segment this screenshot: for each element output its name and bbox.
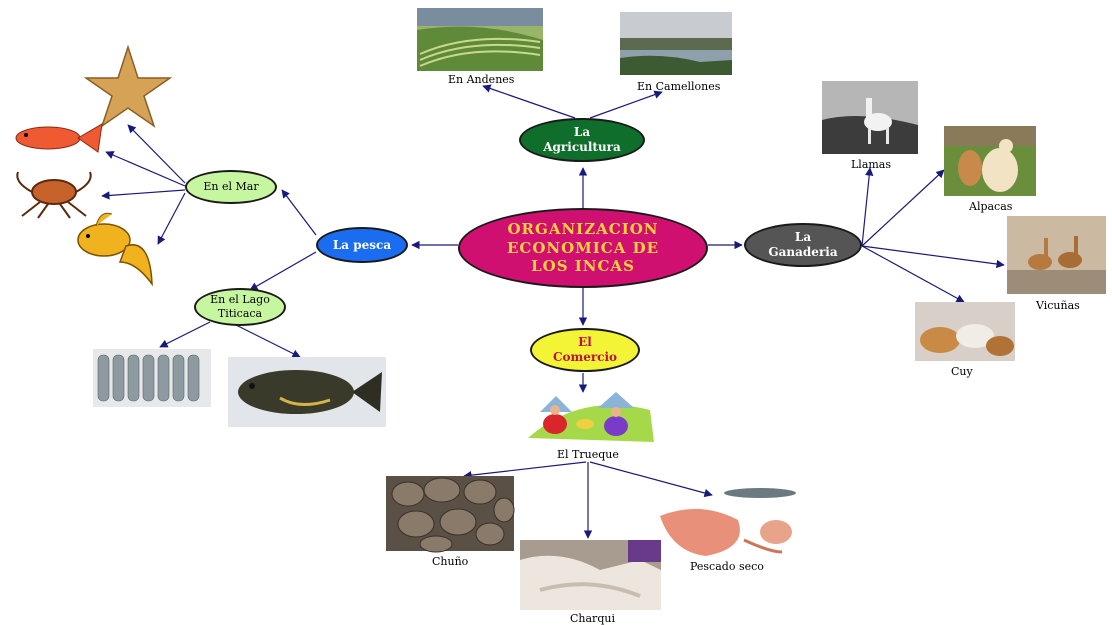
agricultura-label: La Agricultura (543, 125, 621, 154)
andenes-picture (417, 8, 543, 72)
goldfish-picture (77, 212, 153, 287)
ganaderia-label: La Ganaderia (768, 230, 838, 259)
pesca-node[interactable]: La pesca (316, 227, 408, 263)
pescado-seco-label: Pescado seco (690, 560, 764, 573)
arrow-ganaderia-llamas (861, 167, 874, 247)
vicunas-label: Vicuñas (1036, 299, 1080, 312)
arrow-agricultura-camellones (589, 90, 663, 119)
arrow-agricultura-andenes (482, 84, 576, 119)
comercio-label: El Comercio (552, 335, 618, 364)
central-node[interactable]: ORGANIZACION ECONOMICA DE LOS INCAS (458, 208, 708, 288)
cuy-picture (915, 302, 1015, 361)
arrow-mar-estrella (127, 124, 186, 184)
lago-label: En el Lago Titicaca (210, 293, 270, 320)
chuno-label: Chuño (432, 555, 469, 568)
arrow-lago-truchas (159, 321, 211, 348)
red-fish-picture (15, 123, 103, 153)
camellones-label: En Camellones (637, 80, 721, 93)
arrow-pesca-mar (281, 189, 317, 236)
ganaderia-node[interactable]: La Ganaderia (744, 223, 862, 267)
arrow-mar-pez-rojo (105, 151, 186, 187)
trueque-picture (528, 392, 654, 442)
trueque-label: El Trueque (557, 448, 619, 461)
arrow-pesca-lago (249, 251, 317, 291)
alpacas-label: Alpacas (969, 200, 1013, 213)
arrow-lago-pez (235, 324, 301, 358)
vicunas-picture (1007, 216, 1106, 294)
pescado-seco-picture (660, 488, 796, 556)
lake-fish-picture (228, 357, 386, 427)
arrow-ganaderia-alpacas (861, 169, 945, 247)
central-label: ORGANIZACION ECONOMICA DE LOS INCAS (506, 219, 660, 276)
arrow-ganaderia-vicunas (861, 245, 1005, 269)
andenes-label: En Andenes (448, 73, 515, 86)
charqui-picture (520, 540, 661, 610)
charqui-label: Charqui (570, 612, 615, 625)
mar-node[interactable]: En el Mar (185, 170, 277, 204)
arrow-trueque-chuno (463, 461, 587, 480)
arrow-mar-pez-dorado (157, 192, 186, 245)
agricultura-node[interactable]: La Agricultura (519, 118, 645, 162)
mar-label: En el Mar (203, 180, 259, 194)
comercio-node[interactable]: El Comercio (530, 328, 640, 372)
starfish-picture (83, 44, 173, 128)
llamas-picture (822, 81, 918, 154)
chuno-picture (386, 476, 515, 553)
arrow-mar-cangrejo (101, 189, 186, 200)
arrow-ganaderia-cuy (861, 245, 965, 303)
lago-node[interactable]: En el Lago Titicaca (194, 288, 286, 326)
cuy-label: Cuy (951, 365, 973, 378)
camellones-picture (620, 12, 732, 75)
llamas-label: Llamas (851, 158, 892, 171)
pesca-label: La pesca (332, 237, 392, 252)
trout-row-picture (93, 349, 211, 407)
alpacas-picture (944, 126, 1036, 196)
arrow-trueque-pescado (589, 461, 713, 498)
crab-picture (16, 171, 92, 219)
